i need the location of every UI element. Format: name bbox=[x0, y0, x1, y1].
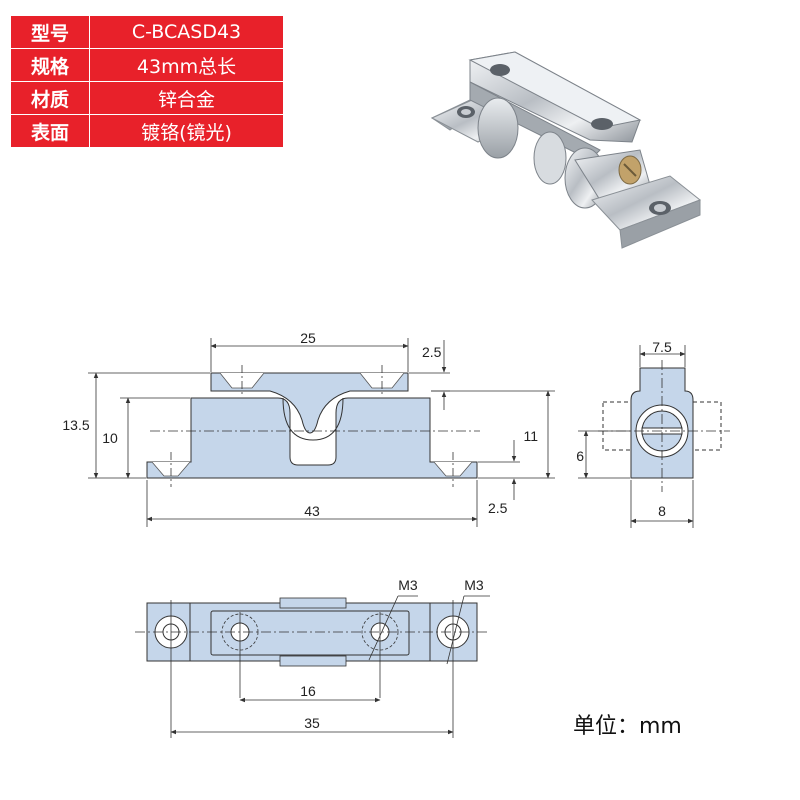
dim-body-height: 10 bbox=[102, 430, 118, 446]
top-view bbox=[135, 595, 490, 738]
spec-table: 型号 C-BCASD43 规格 43mm总长 材质 锌合金 表面 镀铬(镜光) bbox=[10, 15, 284, 148]
dim-right-height: 11 bbox=[523, 428, 538, 444]
dim-top-thickness: 2.5 bbox=[422, 344, 442, 360]
spec-row-model: 型号 C-BCASD43 bbox=[10, 15, 284, 49]
top-view-dimensions bbox=[170, 697, 454, 735]
spec-row-material: 材质 锌合金 bbox=[10, 81, 284, 115]
front-view-dimensions bbox=[88, 338, 555, 527]
spec-label: 表面 bbox=[10, 114, 90, 148]
product-photo bbox=[430, 51, 701, 249]
unit-label: 单位：mm bbox=[573, 714, 682, 739]
thread-label-left: M3 bbox=[398, 577, 418, 593]
dim-total-length: 43 bbox=[304, 503, 320, 519]
side-view bbox=[598, 360, 730, 492]
front-top-plate bbox=[210, 372, 409, 434]
dim-total-height: 13.5 bbox=[62, 417, 89, 433]
side-view-dimensions bbox=[578, 345, 694, 528]
spec-value: C-BCASD43 bbox=[89, 15, 284, 49]
spec-label: 型号 bbox=[10, 15, 90, 49]
dim-side-center-height: 6 bbox=[576, 448, 584, 464]
dim-outer-spacing: 35 bbox=[304, 715, 320, 731]
dim-side-top-width: 7.5 bbox=[652, 339, 672, 355]
thread-label-right: M3 bbox=[464, 577, 484, 593]
spec-row-finish: 表面 镀铬(镜光) bbox=[10, 114, 284, 148]
spec-value: 锌合金 bbox=[89, 81, 284, 115]
dim-base-thickness: 2.5 bbox=[488, 500, 508, 516]
spec-value: 镀铬(镜光) bbox=[89, 114, 284, 148]
spec-row-size: 规格 43mm总长 bbox=[10, 48, 284, 82]
spec-value: 43mm总长 bbox=[89, 48, 284, 82]
dim-inner-spacing: 16 bbox=[300, 683, 316, 699]
front-body-outline bbox=[146, 397, 478, 479]
dim-side-bottom-width: 8 bbox=[658, 503, 666, 519]
dim-width-top: 25 bbox=[300, 330, 316, 346]
front-view bbox=[146, 365, 480, 487]
spec-label: 材质 bbox=[10, 81, 90, 115]
